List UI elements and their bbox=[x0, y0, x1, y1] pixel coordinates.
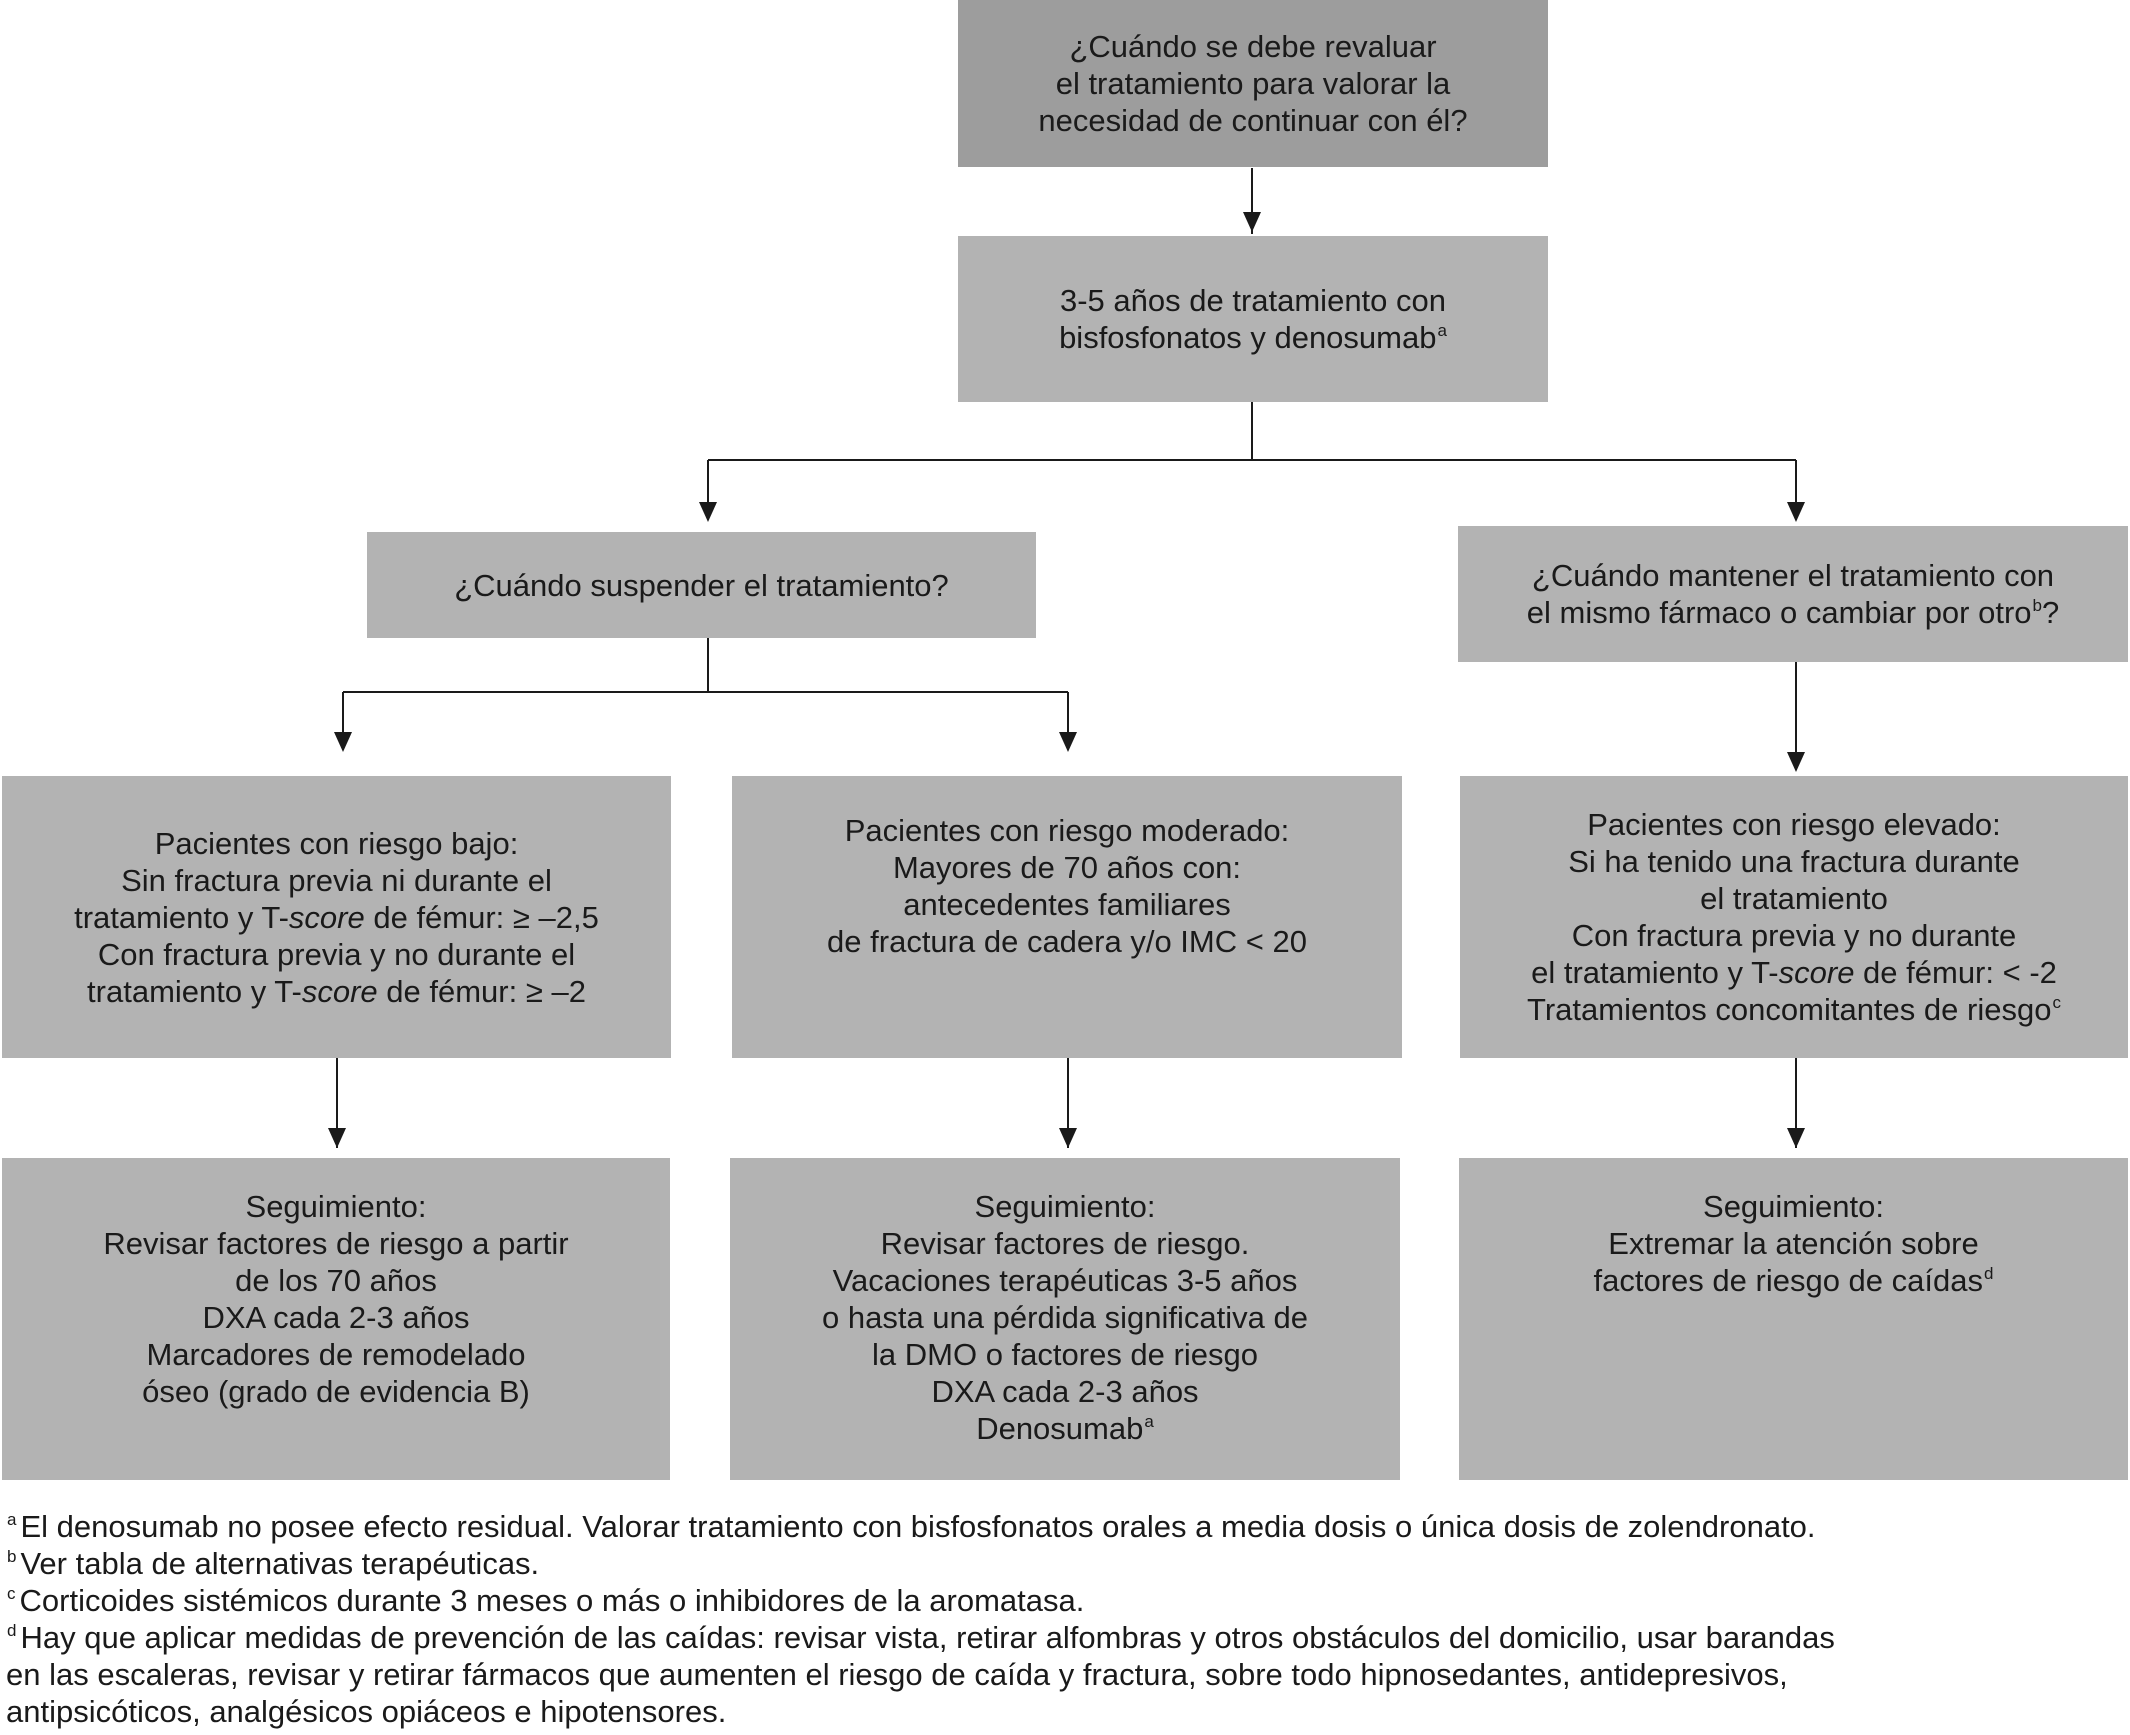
elevado-line-4: Con fractura previa y no durante bbox=[1571, 918, 2017, 953]
seg-bajo-line-2: Revisar factores de riesgo a partir bbox=[103, 1226, 569, 1261]
bajo-line-2: Sin fractura previa ni durante el bbox=[121, 862, 552, 898]
seg-elev-line-1: Seguimiento: bbox=[1703, 1189, 1884, 1224]
box-seguimiento-moderado: Seguimiento: Revisar factores de riesgo.… bbox=[730, 1158, 1400, 1480]
moderado-line-4: de fractura de cadera y/o IMC < 20 bbox=[827, 924, 1307, 959]
box-revaluar: ¿Cuándo se debe revaluar el tratamiento … bbox=[958, 0, 1548, 167]
box-mantener: ¿Cuándo mantener el tratamiento con el m… bbox=[1458, 526, 2128, 662]
bajo-line-4: Con fractura previa y no durante el bbox=[97, 936, 576, 972]
seg-mod-line-1: Seguimiento: bbox=[974, 1189, 1156, 1224]
revaluar-line-3: necesidad de continuar con él? bbox=[1038, 103, 1468, 138]
footnote-mark-b: b bbox=[2032, 596, 2042, 615]
revaluar-line-1: ¿Cuándo se debe revaluar bbox=[1069, 29, 1437, 64]
footnote-a-mark: a bbox=[7, 1510, 17, 1529]
footnote-d-mark: d bbox=[7, 1621, 17, 1640]
seg-elev-line-2: Extremar la atención sobre bbox=[1608, 1226, 1979, 1261]
mantener-line-1: ¿Cuándo mantener el tratamiento con bbox=[1531, 558, 2055, 593]
box-riesgo-moderado: Pacientes con riesgo moderado: Mayores d… bbox=[732, 776, 1402, 1058]
box-riesgo-bajo: Pacientes con riesgo bajo: Sin fractura … bbox=[2, 776, 671, 1058]
seg-mod-line-3: Vacaciones terapéuticas 3-5 años bbox=[832, 1263, 1298, 1298]
tratamiento-line-2: bisfosfonatos y denosumab bbox=[1059, 320, 1437, 355]
bajo-line-5: tratamiento y T- bbox=[87, 973, 302, 1009]
seg-mod-line-6: DXA cada 2-3 años bbox=[931, 1374, 1199, 1409]
bajo-line-1: Pacientes con riesgo bajo: bbox=[154, 825, 519, 861]
footnote-d-cont-2: antipsicóticos, analgésicos opiáceos e h… bbox=[6, 1694, 727, 1729]
suspender-text: ¿Cuándo suspender el tratamiento? bbox=[454, 567, 949, 603]
elevado-line-5-em: score bbox=[1778, 955, 1855, 990]
footnote-mark-d: d bbox=[1983, 1264, 1994, 1283]
seg-mod-line-5: la DMO o factores de riesgo bbox=[872, 1337, 1258, 1372]
bajo-line-5-em: score bbox=[301, 973, 378, 1009]
elevado-line-5-end: de fémur: < -2 bbox=[1854, 955, 2057, 990]
bajo-line-3: tratamiento y T- bbox=[74, 899, 289, 935]
mantener-line-2-end: ? bbox=[2042, 595, 2060, 630]
footnote-d-cont-1: en las escaleras, revisar y retirar fárm… bbox=[6, 1657, 1788, 1692]
seg-bajo-line-6: óseo (grado de evidencia B) bbox=[142, 1374, 530, 1409]
moderado-line-2: Mayores de 70 años con: bbox=[892, 850, 1242, 885]
seg-mod-line-7: Denosumab bbox=[976, 1411, 1144, 1446]
mantener-line-2: el mismo fármaco o cambiar por otro bbox=[1526, 595, 2032, 630]
footnote-a-text: El denosumab no posee efecto residual. V… bbox=[20, 1509, 1816, 1544]
elevado-line-1: Pacientes con riesgo elevado: bbox=[1587, 807, 2001, 842]
footnote-c-mark: c bbox=[7, 1584, 16, 1603]
moderado-line-3: antecedentes familiares bbox=[903, 887, 1231, 922]
bajo-line-5-end: de fémur: ≥ –2 bbox=[377, 973, 586, 1009]
box-tratamiento: 3-5 años de tratamiento con bisfosfonato… bbox=[958, 236, 1548, 402]
box-riesgo-elevado: Pacientes con riesgo elevado: Si ha teni… bbox=[1460, 776, 2128, 1058]
footnote-d-text: Hay que aplicar medidas de prevención de… bbox=[20, 1620, 1835, 1655]
footnote-b-mark: b bbox=[7, 1547, 17, 1566]
bajo-line-3-em: score bbox=[288, 899, 365, 935]
seg-bajo-line-3: de los 70 años bbox=[235, 1263, 437, 1298]
seg-elev-line-3: factores de riesgo de caídas bbox=[1593, 1263, 1983, 1298]
moderado-line-1: Pacientes con riesgo moderado: bbox=[844, 813, 1290, 848]
footnote-b-text: Ver tabla de alternativas terapéuticas. bbox=[20, 1546, 540, 1581]
seg-mod-line-2: Revisar factores de riesgo. bbox=[880, 1226, 1250, 1261]
tratamiento-line-1: 3-5 años de tratamiento con bbox=[1059, 283, 1447, 318]
seg-bajo-line-4: DXA cada 2-3 años bbox=[202, 1300, 470, 1335]
elevado-line-3: el tratamiento bbox=[1700, 881, 1888, 916]
seg-mod-line-4: o hasta una pérdida significativa de bbox=[822, 1300, 1308, 1335]
seg-bajo-line-5: Marcadores de remodelado bbox=[146, 1337, 526, 1372]
footnote-mark-a: a bbox=[1437, 321, 1447, 340]
revaluar-line-2: el tratamiento para valorar la bbox=[1055, 66, 1451, 101]
bajo-line-3-end: de fémur: ≥ –2,5 bbox=[364, 899, 599, 935]
elevado-line-5: el tratamiento y T- bbox=[1531, 955, 1779, 990]
box-seguimiento-elevado: Seguimiento: Extremar la atención sobre … bbox=[1459, 1158, 2128, 1480]
seg-bajo-line-1: Seguimiento: bbox=[245, 1189, 427, 1224]
elevado-line-2: Si ha tenido una fractura durante bbox=[1568, 844, 2020, 879]
footnote-c-text: Corticoides sistémicos durante 3 meses o… bbox=[19, 1583, 1085, 1618]
footnote-mark-a-2: a bbox=[1144, 1412, 1154, 1431]
footnote-mark-c: c bbox=[2052, 993, 2061, 1012]
elevado-line-6: Tratamientos concomitantes de riesgo bbox=[1527, 992, 2052, 1027]
box-seguimiento-bajo: Seguimiento: Revisar factores de riesgo … bbox=[2, 1158, 670, 1480]
box-suspender: ¿Cuándo suspender el tratamiento? bbox=[367, 532, 1036, 638]
